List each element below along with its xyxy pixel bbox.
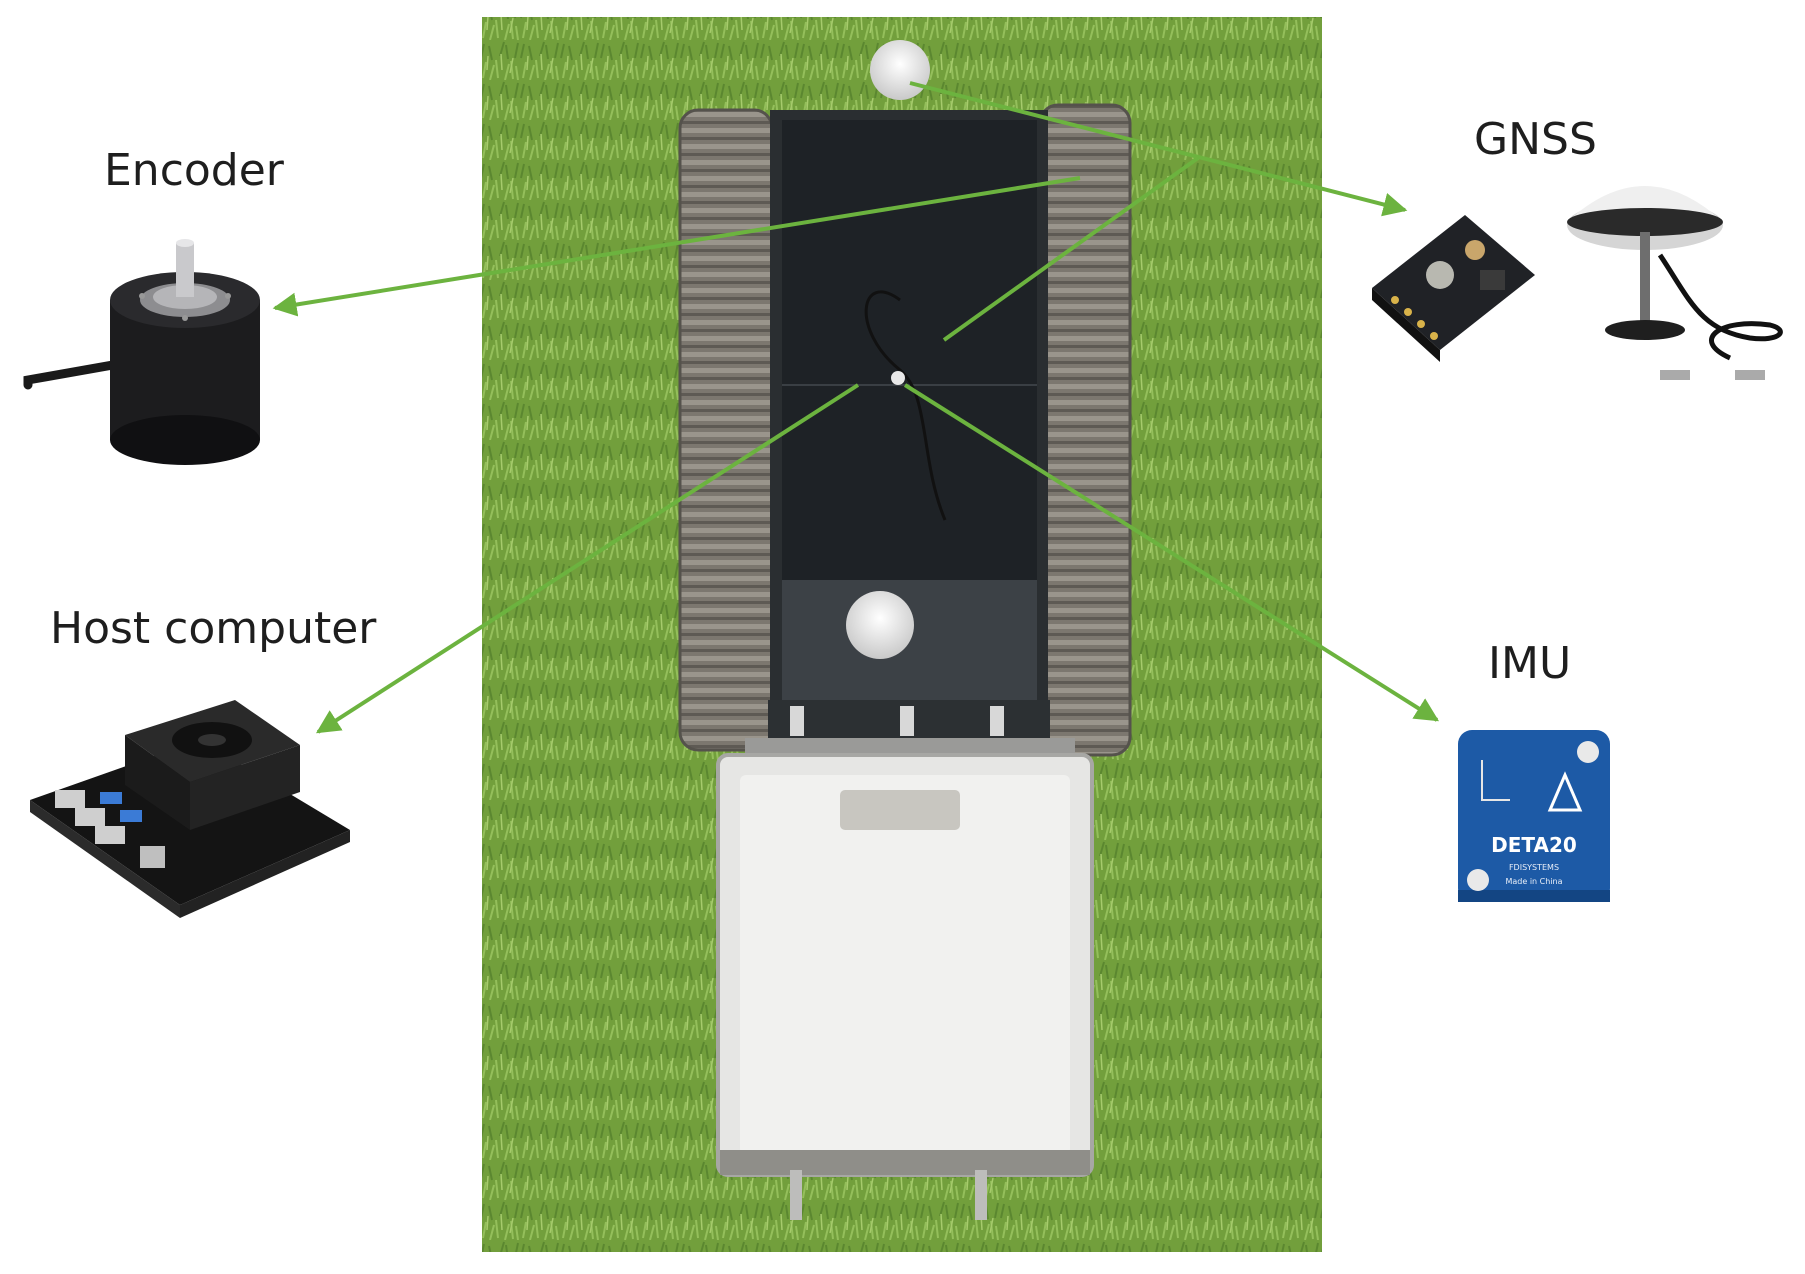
arrow-to-imu [903,383,1440,722]
gnss-images [1372,186,1783,380]
gnss-label: GNSS [1474,114,1597,165]
arrows [272,81,1440,734]
imu-model-text: DETA20 [1491,833,1577,857]
encoder-label: Encoder [104,145,284,196]
host-computer-image [30,700,350,918]
robot-photo [482,17,1322,1252]
arrow-to-encoder [272,176,1081,317]
gnss-antenna-front [870,40,930,100]
right-track [1038,103,1132,757]
robot-top-panel [782,120,1037,580]
encoder-image [23,239,260,465]
arrow-to-host [315,383,860,734]
imu-brand-text: FDISYSTEMS [1509,863,1559,872]
gnss-antenna-rear [846,591,914,659]
left-track [678,108,774,752]
imu-image: DETA20 FDISYSTEMS Made in China [1458,730,1610,902]
arrow-to-gnss [909,81,1408,217]
imu-origin-text: Made in China [1505,877,1562,886]
arrow-gnss-to-rear [942,156,1200,342]
imu-label: IMU [1488,638,1572,689]
host-computer-label: Host computer [50,603,377,654]
imu-body [1458,730,1610,902]
